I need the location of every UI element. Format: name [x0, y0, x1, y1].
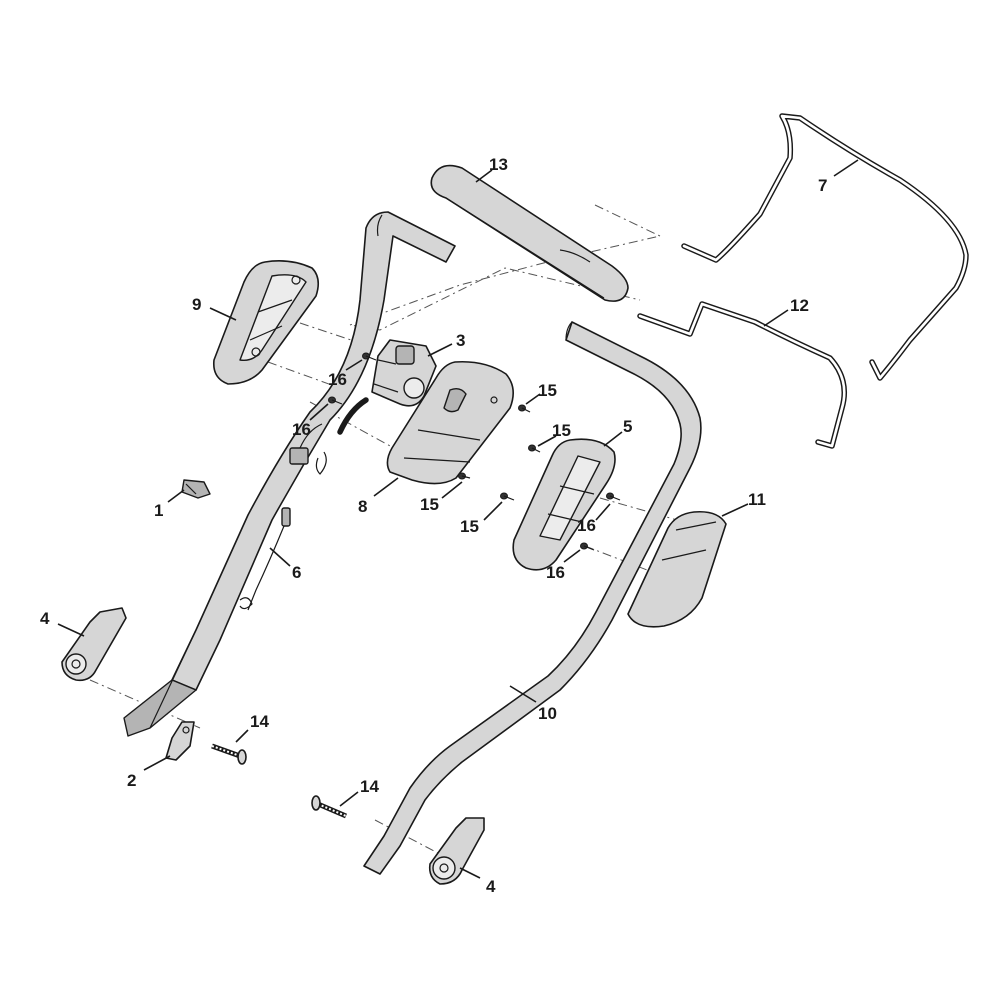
hinge-bracket-part-4-left [61, 607, 127, 682]
knob-part-1 [181, 479, 211, 499]
bolt-part-14-upper [211, 743, 247, 765]
callout-leaders [57, 159, 859, 879]
callout-3: 3 [456, 331, 465, 350]
callout-16-c: 16 [577, 516, 596, 535]
callout-15-b: 15 [552, 421, 571, 440]
callout-11: 11 [748, 490, 766, 509]
callout-16-b: 16 [292, 420, 311, 439]
callout-4-right: 4 [486, 877, 496, 896]
handle-grip-part-13 [430, 164, 629, 302]
left-cover-part-9 [212, 260, 320, 385]
callout-10: 10 [538, 704, 557, 723]
assembly-center-lines [89, 204, 706, 863]
bail-wire-part-7 [681, 113, 969, 381]
screws [328, 352, 621, 551]
bolt-part-14-lower [311, 795, 347, 819]
callout-5: 5 [623, 417, 632, 436]
clip-part-2 [165, 721, 195, 761]
callout-1: 1 [154, 501, 163, 520]
callout-16-a: 16 [328, 370, 347, 389]
upper-handle-left-part-10 [123, 211, 456, 737]
callout-numbers: 1 2 3 4 4 5 6 7 8 9 10 11 12 13 14 14 15… [40, 155, 827, 896]
callout-15-d: 15 [460, 517, 479, 536]
callout-14-lower: 14 [360, 777, 379, 796]
callout-14-upper: 14 [250, 712, 269, 731]
callout-16-d: 16 [546, 563, 565, 582]
drive-wire-part-12 [637, 301, 847, 449]
callout-12: 12 [790, 296, 809, 315]
callout-7: 7 [818, 176, 827, 195]
callout-15-a: 15 [538, 381, 557, 400]
cable-part-6 [239, 507, 291, 611]
hinge-bracket-part-4-right [428, 817, 485, 885]
right-cover-part-11 [627, 510, 727, 628]
control-box-part-8 [386, 360, 514, 485]
right-housing-part-5 [512, 438, 616, 571]
callout-13: 13 [489, 155, 508, 174]
handle-bar-part-10 [363, 321, 702, 875]
callout-6: 6 [292, 563, 301, 582]
callout-8: 8 [358, 497, 367, 516]
callout-15-c: 15 [420, 495, 439, 514]
callout-2: 2 [127, 771, 136, 790]
connector-cluster [289, 423, 327, 475]
callout-9: 9 [192, 295, 201, 314]
callout-4-left: 4 [40, 609, 50, 628]
switch-module-part-3 [337, 339, 437, 435]
